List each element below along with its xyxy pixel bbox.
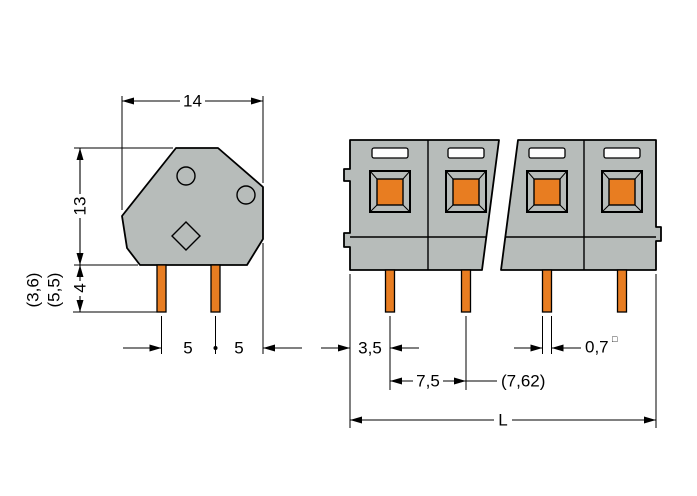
side-hole-right (236, 185, 256, 205)
clamp-frame (369, 170, 411, 213)
clamp-bevels (526, 170, 568, 213)
front-view (343, 139, 662, 313)
dimension-total-length: L (350, 411, 656, 430)
front-solder-pin-2 (460, 269, 472, 313)
side-hole-top (176, 166, 196, 186)
dimension-height-13: 13 (71, 148, 90, 265)
pole-3 (526, 147, 568, 213)
front-solder-pin-3 (541, 269, 553, 313)
side-solder-pin-right (210, 264, 221, 313)
clamp-frame (445, 170, 487, 213)
dimension-pole-pitch: 7,5 (7,62) (390, 372, 545, 391)
clamp-bevels (445, 170, 487, 213)
side-diamond-marker (171, 221, 201, 251)
square-section-icon: □ (612, 334, 618, 344)
dim-label-edge-offset: 3,5 (358, 339, 382, 358)
dim-chain-dot (213, 346, 218, 350)
operating-slot (371, 147, 409, 159)
side-housing-outline (121, 147, 264, 266)
front-body-right-section (500, 139, 662, 271)
side-view (121, 147, 264, 313)
clamp-opening (533, 178, 561, 206)
dim-label-pin-length: 4 (71, 283, 90, 292)
clamp-bevels (369, 170, 411, 213)
clamp-frame (601, 170, 643, 213)
side-solder-pin-left (156, 264, 167, 313)
dim-label-pin-width: 0,7 (585, 338, 609, 357)
operating-slot (603, 147, 641, 159)
dimension-annotations: 14 13 4 (3,6) (5,5) 5 5 (24, 92, 657, 430)
dim-label-pin-length-alt2: (5,5) (45, 273, 64, 308)
dimension-width-14: 14 (122, 92, 263, 111)
pole-2 (445, 147, 487, 213)
pole-4 (601, 147, 643, 213)
clamp-opening (452, 178, 480, 206)
operating-slot (528, 147, 566, 159)
dim-label-pitch: 7,5 (416, 372, 440, 391)
clamp-opening (608, 178, 636, 206)
clamp-opening (376, 178, 404, 206)
dimension-pin-length: 4 (3,6) (5,5) (24, 265, 90, 312)
clamp-bevels (601, 170, 643, 213)
dim-label-spacing-a: 5 (183, 339, 192, 358)
front-solder-pin-4 (616, 269, 628, 313)
extension-lines (73, 96, 657, 428)
front-solder-pin-1 (384, 269, 396, 313)
operating-slot (447, 147, 485, 159)
dimension-side-pin-spacing: 5 5 (123, 339, 302, 358)
dimension-edge-offset: 3,5 (321, 339, 419, 358)
clamp-frame (526, 170, 568, 213)
pole-1 (369, 147, 411, 213)
dim-label-pin-length-alt1: (3,6) (24, 273, 43, 308)
dimension-pin-width: 0,7 □ (514, 334, 618, 357)
dim-label-height: 13 (71, 197, 90, 216)
dim-label-total-length: L (498, 411, 507, 430)
dim-label-spacing-b: 5 (234, 339, 243, 358)
dim-label-pitch-alt: (7,62) (501, 372, 545, 391)
dim-label-width: 14 (183, 92, 202, 111)
